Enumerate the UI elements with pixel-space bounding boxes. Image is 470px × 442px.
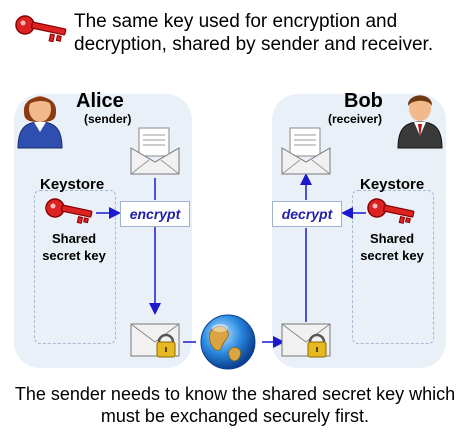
- alice-open-envelope-icon: [129, 126, 181, 176]
- bob-secret-label: Shared secret key: [360, 231, 424, 263]
- bob-keystore-label: Keystore: [360, 176, 425, 193]
- bob-locked-envelope-icon: [280, 320, 334, 360]
- alice-red-key-icon: [44, 196, 96, 224]
- alice-secret-label: Shared secret key: [42, 231, 106, 263]
- bob-red-key-icon: [366, 196, 418, 224]
- alice-name: Alice: [76, 90, 124, 112]
- bob-keystore-box: [352, 190, 434, 344]
- bob-role: (receiver): [328, 112, 383, 126]
- decrypt-box: decrypt: [272, 201, 342, 227]
- globe-icon: [198, 312, 258, 372]
- alice-user-female-icon: [12, 86, 68, 150]
- encrypt-box: encrypt: [120, 201, 190, 227]
- header-description: The same key used for encryption and dec…: [74, 11, 434, 55]
- alice-keystore-box: [34, 190, 116, 344]
- alice-locked-envelope-icon: [129, 320, 183, 360]
- header-key-icon: [14, 12, 70, 43]
- bob-name: Bob: [344, 90, 383, 112]
- bob-open-envelope-icon: [280, 126, 332, 176]
- alice-role: (sender): [84, 112, 132, 126]
- alice-keystore-label: Keystore: [40, 176, 105, 193]
- footer-note: The sender needs to know the shared secr…: [14, 384, 456, 426]
- bob-user-male-icon: [392, 86, 448, 150]
